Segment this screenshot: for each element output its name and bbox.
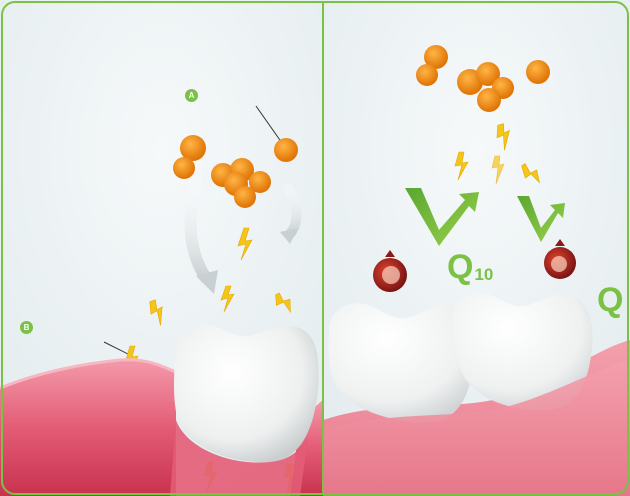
bacteria-cluster-icon (526, 60, 550, 84)
inflamed-gum (0, 360, 176, 496)
left-panel-art (0, 0, 323, 496)
coq10-edge-label: Q (597, 283, 623, 317)
coq10-subscript: 10 (474, 265, 493, 284)
marker-b: B (20, 321, 33, 334)
left-panel-inflamed-gum: A B (0, 0, 323, 496)
marker-a: A (185, 89, 198, 102)
coq10-label: Q10 (447, 250, 493, 284)
right-panel-art (323, 0, 630, 496)
tooth-icon (174, 324, 319, 462)
panel-divider (322, 2, 324, 494)
right-panel-healthy-teeth (323, 0, 630, 496)
bacteria-cluster-icon (274, 138, 298, 162)
coq10-letter: Q (447, 248, 473, 286)
